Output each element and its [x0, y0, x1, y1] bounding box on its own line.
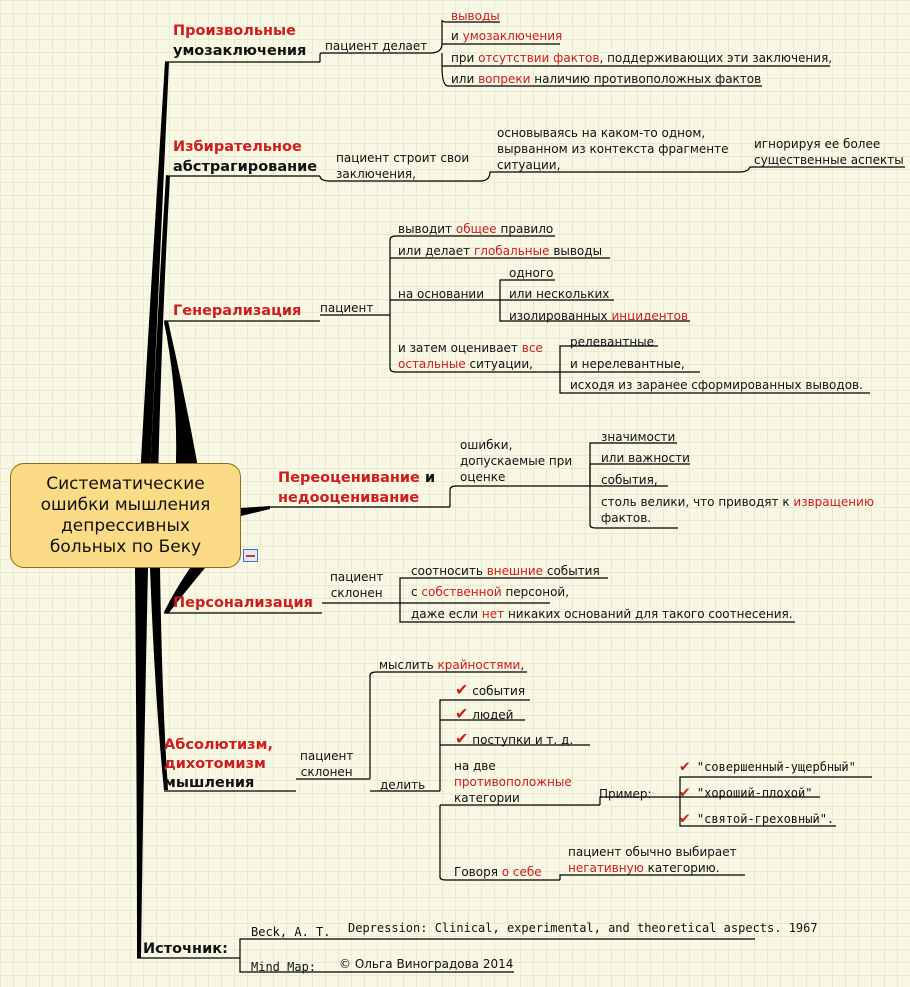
topic-node[interactable]: события,: [601, 473, 658, 487]
source-key: Beck, A. T.: [251, 925, 331, 939]
source-value: Depression: Clinical, experimental, and …: [348, 921, 818, 935]
topic-node[interactable]: изолированных инцидентов: [509, 309, 689, 323]
topic-node[interactable]: ✔ поступки и т. д.: [455, 729, 574, 748]
topic-node[interactable]: соотносить внешние события: [411, 564, 600, 578]
topic-node[interactable]: или важности: [601, 451, 690, 465]
topic-node[interactable]: ✔ "совершенный-ущербный": [680, 756, 856, 775]
root-line: депрессивных: [61, 515, 190, 536]
check-icon: ✔: [680, 782, 690, 801]
check-icon: ✔: [680, 808, 690, 827]
branch-title[interactable]: умозаключения: [173, 43, 307, 59]
topic-node[interactable]: одного: [509, 266, 554, 280]
source-value: © Ольга Виноградова 2014: [339, 957, 514, 971]
topic-node[interactable]: при отсутствии фактов, поддерживающих эт…: [451, 51, 833, 65]
topic-node[interactable]: или вопреки наличию противоположных факт…: [451, 72, 762, 86]
branch-title[interactable]: Избирательное: [173, 139, 302, 155]
branch-title[interactable]: абстрагирование: [173, 159, 318, 175]
topic-node[interactable]: или делает глобальные выводы: [398, 244, 603, 258]
topic-node[interactable]: на основании: [398, 287, 485, 301]
topic-node[interactable]: и нерелевантные,: [570, 357, 685, 371]
topic-node[interactable]: делить: [380, 778, 426, 792]
topic-node[interactable]: даже если нет никаких оснований для тако…: [411, 607, 793, 621]
branch-title[interactable]: Персонализация: [173, 595, 313, 611]
branch-title[interactable]: недооценивание: [278, 490, 420, 506]
branch-title[interactable]: Абсолютизм,: [164, 737, 273, 753]
topic-node[interactable]: с собственной персоной,: [411, 585, 570, 599]
hyperlink-icon[interactable]: [243, 549, 258, 562]
branch-title[interactable]: Генерализация: [173, 303, 302, 319]
topic-node[interactable]: Пример:: [599, 787, 652, 801]
topic-node[interactable]: релевантные: [570, 335, 655, 349]
topic-node[interactable]: ✔ события: [455, 680, 526, 699]
topic-node[interactable]: пациент делает: [325, 39, 428, 53]
check-icon: ✔: [680, 756, 690, 775]
branch-title[interactable]: Произвольные: [173, 23, 296, 39]
check-icon: ✔: [455, 704, 469, 723]
topic-node[interactable]: выводит общее правило: [398, 222, 554, 236]
source-title[interactable]: Источник:: [143, 941, 228, 957]
topic-node[interactable]: и умозаключения: [451, 29, 563, 43]
topic-node[interactable]: значимости: [601, 430, 676, 444]
source-key: Mind Map:: [251, 960, 317, 974]
check-icon: ✔: [455, 729, 469, 748]
topic-node[interactable]: пациент: [320, 301, 374, 315]
topic-node[interactable]: основываясь на каком-то одном,вырванном …: [497, 126, 729, 172]
check-icon: ✔: [455, 680, 469, 699]
topic-node[interactable]: ✔ "святой-греховный".: [680, 808, 835, 827]
root-line: ошибки мышления: [40, 494, 211, 515]
topic-node[interactable]: ✔ "хороший-плохой": [680, 782, 813, 801]
root-line: Систематические: [46, 473, 205, 494]
topic-node[interactable]: Говоря о себе: [454, 865, 542, 879]
root-line: больных по Беку: [49, 536, 202, 557]
topic-node[interactable]: или нескольких: [509, 287, 610, 301]
topic-node[interactable]: выводы: [451, 9, 500, 23]
branch-title[interactable]: дихотомизм: [164, 756, 266, 772]
branch-title[interactable]: мышления: [164, 775, 255, 791]
topic-node[interactable]: исходя из заранее сформированных выводов…: [570, 378, 863, 392]
topic-node[interactable]: мыслить крайностями,: [379, 658, 525, 672]
branch-title[interactable]: Переоценивание и: [278, 470, 436, 486]
topic-node[interactable]: ✔ людей: [455, 704, 514, 723]
root-node[interactable]: Систематические ошибки мышления депресси…: [10, 463, 241, 568]
